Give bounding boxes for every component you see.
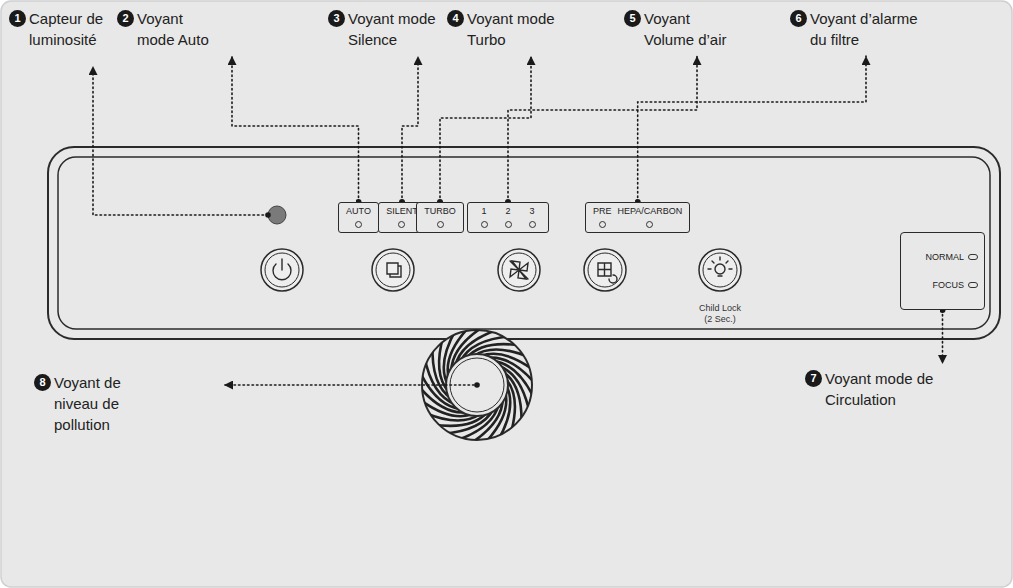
indicator-label: TURBO (424, 206, 456, 217)
indicator-box: AUTO (338, 202, 379, 233)
indicator-column: 2 (502, 206, 515, 228)
leader-connector (440, 56, 531, 202)
callout-number: 2 (117, 10, 134, 27)
panel-inner (58, 157, 990, 329)
callout: 2Voyant mode Auto (117, 8, 245, 50)
led-dot (529, 221, 536, 228)
callout-label: Voyant Volume d’air (644, 8, 734, 50)
leader-dot (474, 382, 480, 388)
indicator-column: HEPA/CARBON (615, 206, 686, 228)
callout-label: Capteur de luminosité (29, 8, 109, 50)
callout: 1Capteur de luminosité (9, 8, 129, 50)
leader-lines (93, 66, 474, 385)
panel-outer (48, 147, 1000, 339)
led-dot (355, 221, 362, 228)
indicator-box: PRE HEPA/CARBON (585, 202, 690, 233)
leader-connector (508, 56, 697, 202)
leader-dot (265, 212, 271, 218)
indicator-row: FOCUS (933, 280, 979, 291)
indicator-row: NORMAL (925, 252, 978, 263)
callout-label: Voyant de niveau de pollution (54, 372, 126, 435)
button-icons (273, 257, 732, 283)
callout-number: 8 (34, 374, 51, 391)
callout: 5Voyant Volume d’air (624, 8, 749, 50)
pollution-ring-inner (450, 358, 504, 412)
indicator-label: AUTO (346, 206, 371, 217)
led-oval (968, 254, 978, 260)
indicator-label: HEPA/CARBON (618, 206, 683, 217)
indicator-box: TURBO (416, 202, 464, 233)
callout-number: 5 (624, 10, 641, 27)
indicator-column: 3 (526, 206, 539, 228)
indicator-label: NORMAL (925, 252, 964, 263)
button-caption: Child Lock (2 Sec.) (694, 303, 746, 325)
indicator-column: TURBO (421, 206, 459, 228)
led-dot (437, 221, 444, 228)
indicator-column: 1 (478, 206, 491, 228)
indicator-label: 1 (481, 206, 486, 217)
buttons (261, 249, 741, 291)
indicator-column: AUTO (343, 206, 374, 228)
led-dot (505, 221, 512, 228)
callout-number: 6 (790, 10, 807, 27)
indicator-label: SILENT (386, 206, 418, 217)
led-dot (398, 221, 405, 228)
callout: 3Voyant mode Silence (328, 8, 443, 50)
led-dot (646, 221, 653, 228)
callout: 4Voyant mode Turbo (447, 8, 562, 50)
callout-label: Voyant mode Turbo (467, 8, 562, 50)
leader-connector (402, 56, 418, 202)
callout: 6Voyant d’alarme du filtre (790, 8, 930, 50)
callout-label: Voyant mode Auto (137, 8, 215, 50)
leader-connector (638, 56, 866, 202)
callout-number: 3 (328, 10, 345, 27)
indicator-label: FOCUS (933, 280, 965, 291)
mode-indicator-box: NORMAL FOCUS (900, 232, 985, 310)
led-dot (481, 221, 488, 228)
callout-label: Voyant d’alarme du filtre (810, 8, 925, 50)
callout-number: 7 (805, 370, 822, 387)
callout-label: Voyant mode de Circulation (825, 368, 943, 410)
callout: 7Voyant mode de Circulation (805, 368, 980, 410)
indicator-label: PRE (593, 206, 612, 217)
leader-connector (232, 56, 359, 202)
callout: 8Voyant de niveau de pollution (34, 372, 129, 435)
indicator-box: 1 2 3 (467, 202, 549, 233)
callout-label: Voyant mode Silence (348, 8, 443, 50)
callout-number: 4 (447, 10, 464, 27)
indicator-label: 2 (505, 206, 510, 217)
indicator-column: PRE (590, 206, 615, 228)
led-dot (599, 221, 606, 228)
leader-connector (942, 310, 944, 364)
indicator-label: 3 (529, 206, 534, 217)
callout-number: 1 (9, 10, 26, 27)
led-oval (968, 282, 978, 288)
fan-swirl (417, 325, 537, 444)
